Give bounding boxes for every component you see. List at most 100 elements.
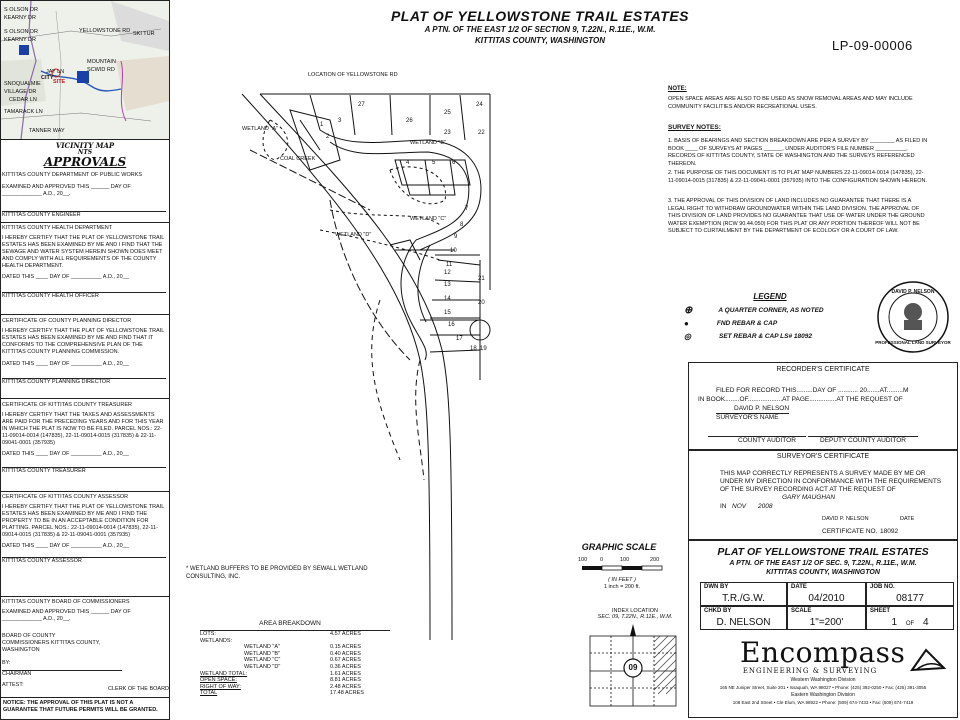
area-row-label: TOTAL <box>200 690 218 697</box>
vicinity-map-label: VICINITY MAP <box>55 141 115 150</box>
scale-tick: 100 <box>620 557 630 563</box>
map-label-wetland-d: WETLAND "D" <box>335 232 371 238</box>
surveyor-cert-in: IN <box>720 503 727 510</box>
lot-number: 11 <box>446 262 453 268</box>
area-row-value: 1.61 ACRES <box>330 670 361 677</box>
approval-heading: KITTITAS COUNTY HEALTH DEPARTMENT <box>2 225 113 231</box>
area-row-label: LOTS: <box>200 631 216 637</box>
area-row-value: 0.67 ACRES <box>330 657 361 664</box>
lot-number: 25 <box>444 110 451 116</box>
recorder-auditor: COUNTY AUDITOR <box>708 436 806 445</box>
lot-number: 24 <box>476 102 483 108</box>
company-division-west: Western Washington Division <box>790 677 856 683</box>
lot-number: 15 <box>444 310 451 316</box>
recorder-line-1: FILED FOR RECORD THIS.........DAY OF ...… <box>716 387 909 394</box>
approval-signature: KITTITAS COUNTY PLANNING DIRECTOR <box>2 379 111 385</box>
lot-number: 5 <box>432 160 436 166</box>
title-block-scale: SCALE 1"=200' <box>787 606 866 630</box>
approval-heading: CERTIFICATE OF KITTITAS COUNTY ASSESSOR <box>2 494 129 500</box>
surveyor-cert-body: THIS MAP CORRECTLY REPRESENTS A SURVEY M… <box>720 470 942 493</box>
sheet-label: SHEET <box>870 608 891 614</box>
approvals-title: APPROVALS <box>43 155 127 169</box>
area-row: WETLAND "A"0.15 ACRES <box>200 644 390 651</box>
lot-number: 8 <box>460 222 464 228</box>
vicinity-road-1: S OLSON DR <box>4 7 38 13</box>
area-row-label: OPEN SPACE: <box>200 677 237 684</box>
scale-value: 1"=200' <box>809 617 844 628</box>
survey-notes-heading: SURVEY NOTES: <box>668 124 721 131</box>
note-body: OPEN SPACE AREAS ARE ALSO TO BE USED AS … <box>668 96 913 110</box>
area-row-label: WETLAND "A" <box>244 644 280 651</box>
recorder-line-2: IN BOOK........OF...................AT P… <box>698 396 903 403</box>
lot-number: 2 <box>326 134 330 140</box>
vicinity-map-scale: NTS <box>77 149 93 156</box>
title-block-date: DATE 04/2010 <box>787 582 866 606</box>
approval-heading: KITTITAS COUNTY BOARD OF COMMISSIONERS <box>2 599 130 605</box>
approval-body: I HEREBY CERTIFY THAT THE TAXES AND ASSE… <box>2 412 164 446</box>
set-rebar-icon: ◎ <box>684 332 691 341</box>
approval-chairman: CHAIRMAN <box>2 671 32 677</box>
seal-profession: PROFESSIONAL LAND SURVEYOR <box>875 340 951 345</box>
legend-item-label: SET REBAR & CAP LS# 18092 <box>718 333 812 340</box>
surveyor-cert-number-label: CERTIFICATE NO. <box>822 528 878 535</box>
approval-body: EXAMINED AND APPROVED THIS ______ DAY OF… <box>2 609 131 622</box>
plat-title: PLAT OF YELLOWSTONE TRAIL ESTATES <box>390 8 690 24</box>
approval-signature: KITTITAS COUNTY ASSESSOR <box>2 558 82 564</box>
area-row-label: WETLAND "B" <box>244 650 280 657</box>
vicinity-road-snoqualmie: SNOQUALMIE VILLAGE DR <box>4 81 41 95</box>
lot-number: 1 <box>320 122 324 128</box>
lot-number: 3 <box>338 118 342 124</box>
scale-tick: 200 <box>650 557 660 563</box>
area-row: WETLAND "B"0.40 ACRES <box>200 651 390 658</box>
title-block-subtitle-1: A PTN. OF THE EAST 1/2 OF SEC. 9, T.22N.… <box>729 560 917 567</box>
vicinity-road-tamarack: TAMARACK LN <box>4 109 43 115</box>
recorder-surveyor-label: SURVEYOR'S NAME <box>716 413 789 422</box>
surveyor-cert-date-label: DATE <box>900 516 915 522</box>
area-row: WETLANDS: <box>200 638 390 645</box>
approval-dated: DATED THIS ____ DAY OF __________ A.D., … <box>2 451 129 457</box>
approval-public-works: KITTITAS COUNTY DEPARTMENT OF PUBLIC WOR… <box>2 172 166 219</box>
approval-signature: KITTITAS COUNTY HEALTH OFFICER <box>2 293 99 299</box>
lot-number: 20 <box>478 300 485 306</box>
approval-dated: DATED THIS ____ DAY OF __________ A.D., … <box>2 361 129 367</box>
index-location-title: INDEX LOCATION <box>611 608 659 614</box>
company-logo-icon <box>908 644 948 679</box>
vicinity-city: CITY <box>41 75 54 81</box>
legend-item-found-rebar: ● FND REBAR & CAP <box>684 317 874 330</box>
sheet-total: 4 <box>922 617 929 628</box>
company-tagline: ENGINEERING & SURVEYING <box>742 667 878 675</box>
document-number: LP-09-00006 <box>832 38 913 53</box>
found-rebar-icon: ● <box>684 319 689 328</box>
legend-item-quarter-corner: ⊕ A QUARTER CORNER, AS NOTED <box>684 304 874 317</box>
index-location-grid <box>589 624 677 707</box>
approval-heading: KITTITAS COUNTY DEPARTMENT OF PUBLIC WOR… <box>2 172 143 178</box>
lot-number: 26 <box>406 118 413 124</box>
company-division-east: Eastern Washington Division <box>791 692 855 698</box>
surveyor-cert-year: 2008 <box>758 503 773 510</box>
legend-item-label: FND REBAR & CAP <box>716 320 778 327</box>
area-row-value: 0.36 ACRES <box>330 663 361 670</box>
vicinity-road-mountain: MOUNTAIN SCWID RD <box>87 59 116 73</box>
date-label: DATE <box>791 584 807 590</box>
approval-notice: NOTICE: THE APPROVAL OF THIS PLAT IS NOT… <box>3 700 158 713</box>
survey-note-1: 1. BASIS OF BEARINGS AND SECTION BREAKDO… <box>668 138 928 167</box>
scale-tick: 0 <box>600 557 604 563</box>
map-label-location: LOCATION OF YELLOWSTONE RD <box>308 72 398 78</box>
surveyor-cert-name: DAVID P. NELSON <box>822 516 869 522</box>
plat-subtitle-2: KITTITAS COUNTY, WASHINGTON <box>474 36 606 45</box>
recorder-certificate <box>688 362 958 450</box>
sheet-of: OF <box>905 621 915 627</box>
index-location-section: SEC. 09, T.22N., R.11E., W.M. <box>597 614 673 620</box>
area-row-value: 2.48 ACRES <box>330 683 361 690</box>
vicinity-road-yellowstone: YELLOWSTONE RD <box>79 28 131 34</box>
approval-dated: DATED THIS ____ DAY OF __________ A.D., … <box>2 543 129 549</box>
approval-signature: KITTITAS COUNTY TREASURER <box>2 468 86 474</box>
surveyor-cert-request: GARY MAUGHAN <box>782 494 836 501</box>
approval-dated: DATED THIS ____ DAY OF __________ A.D., … <box>2 274 129 280</box>
lot-number: 23 <box>444 130 451 136</box>
company-address-east: 108 East 2nd Street • Cle Elum, WA 98922… <box>732 700 914 705</box>
lot-number: 4 <box>406 160 410 166</box>
vicinity-map-drawing <box>1 1 169 139</box>
approval-board: BOARD OF COUNTY COMMISSIONERS KITTITAS C… <box>2 633 101 653</box>
survey-note-3: 3. THE APPROVAL OF THIS DIVISION OF LAND… <box>668 198 925 234</box>
